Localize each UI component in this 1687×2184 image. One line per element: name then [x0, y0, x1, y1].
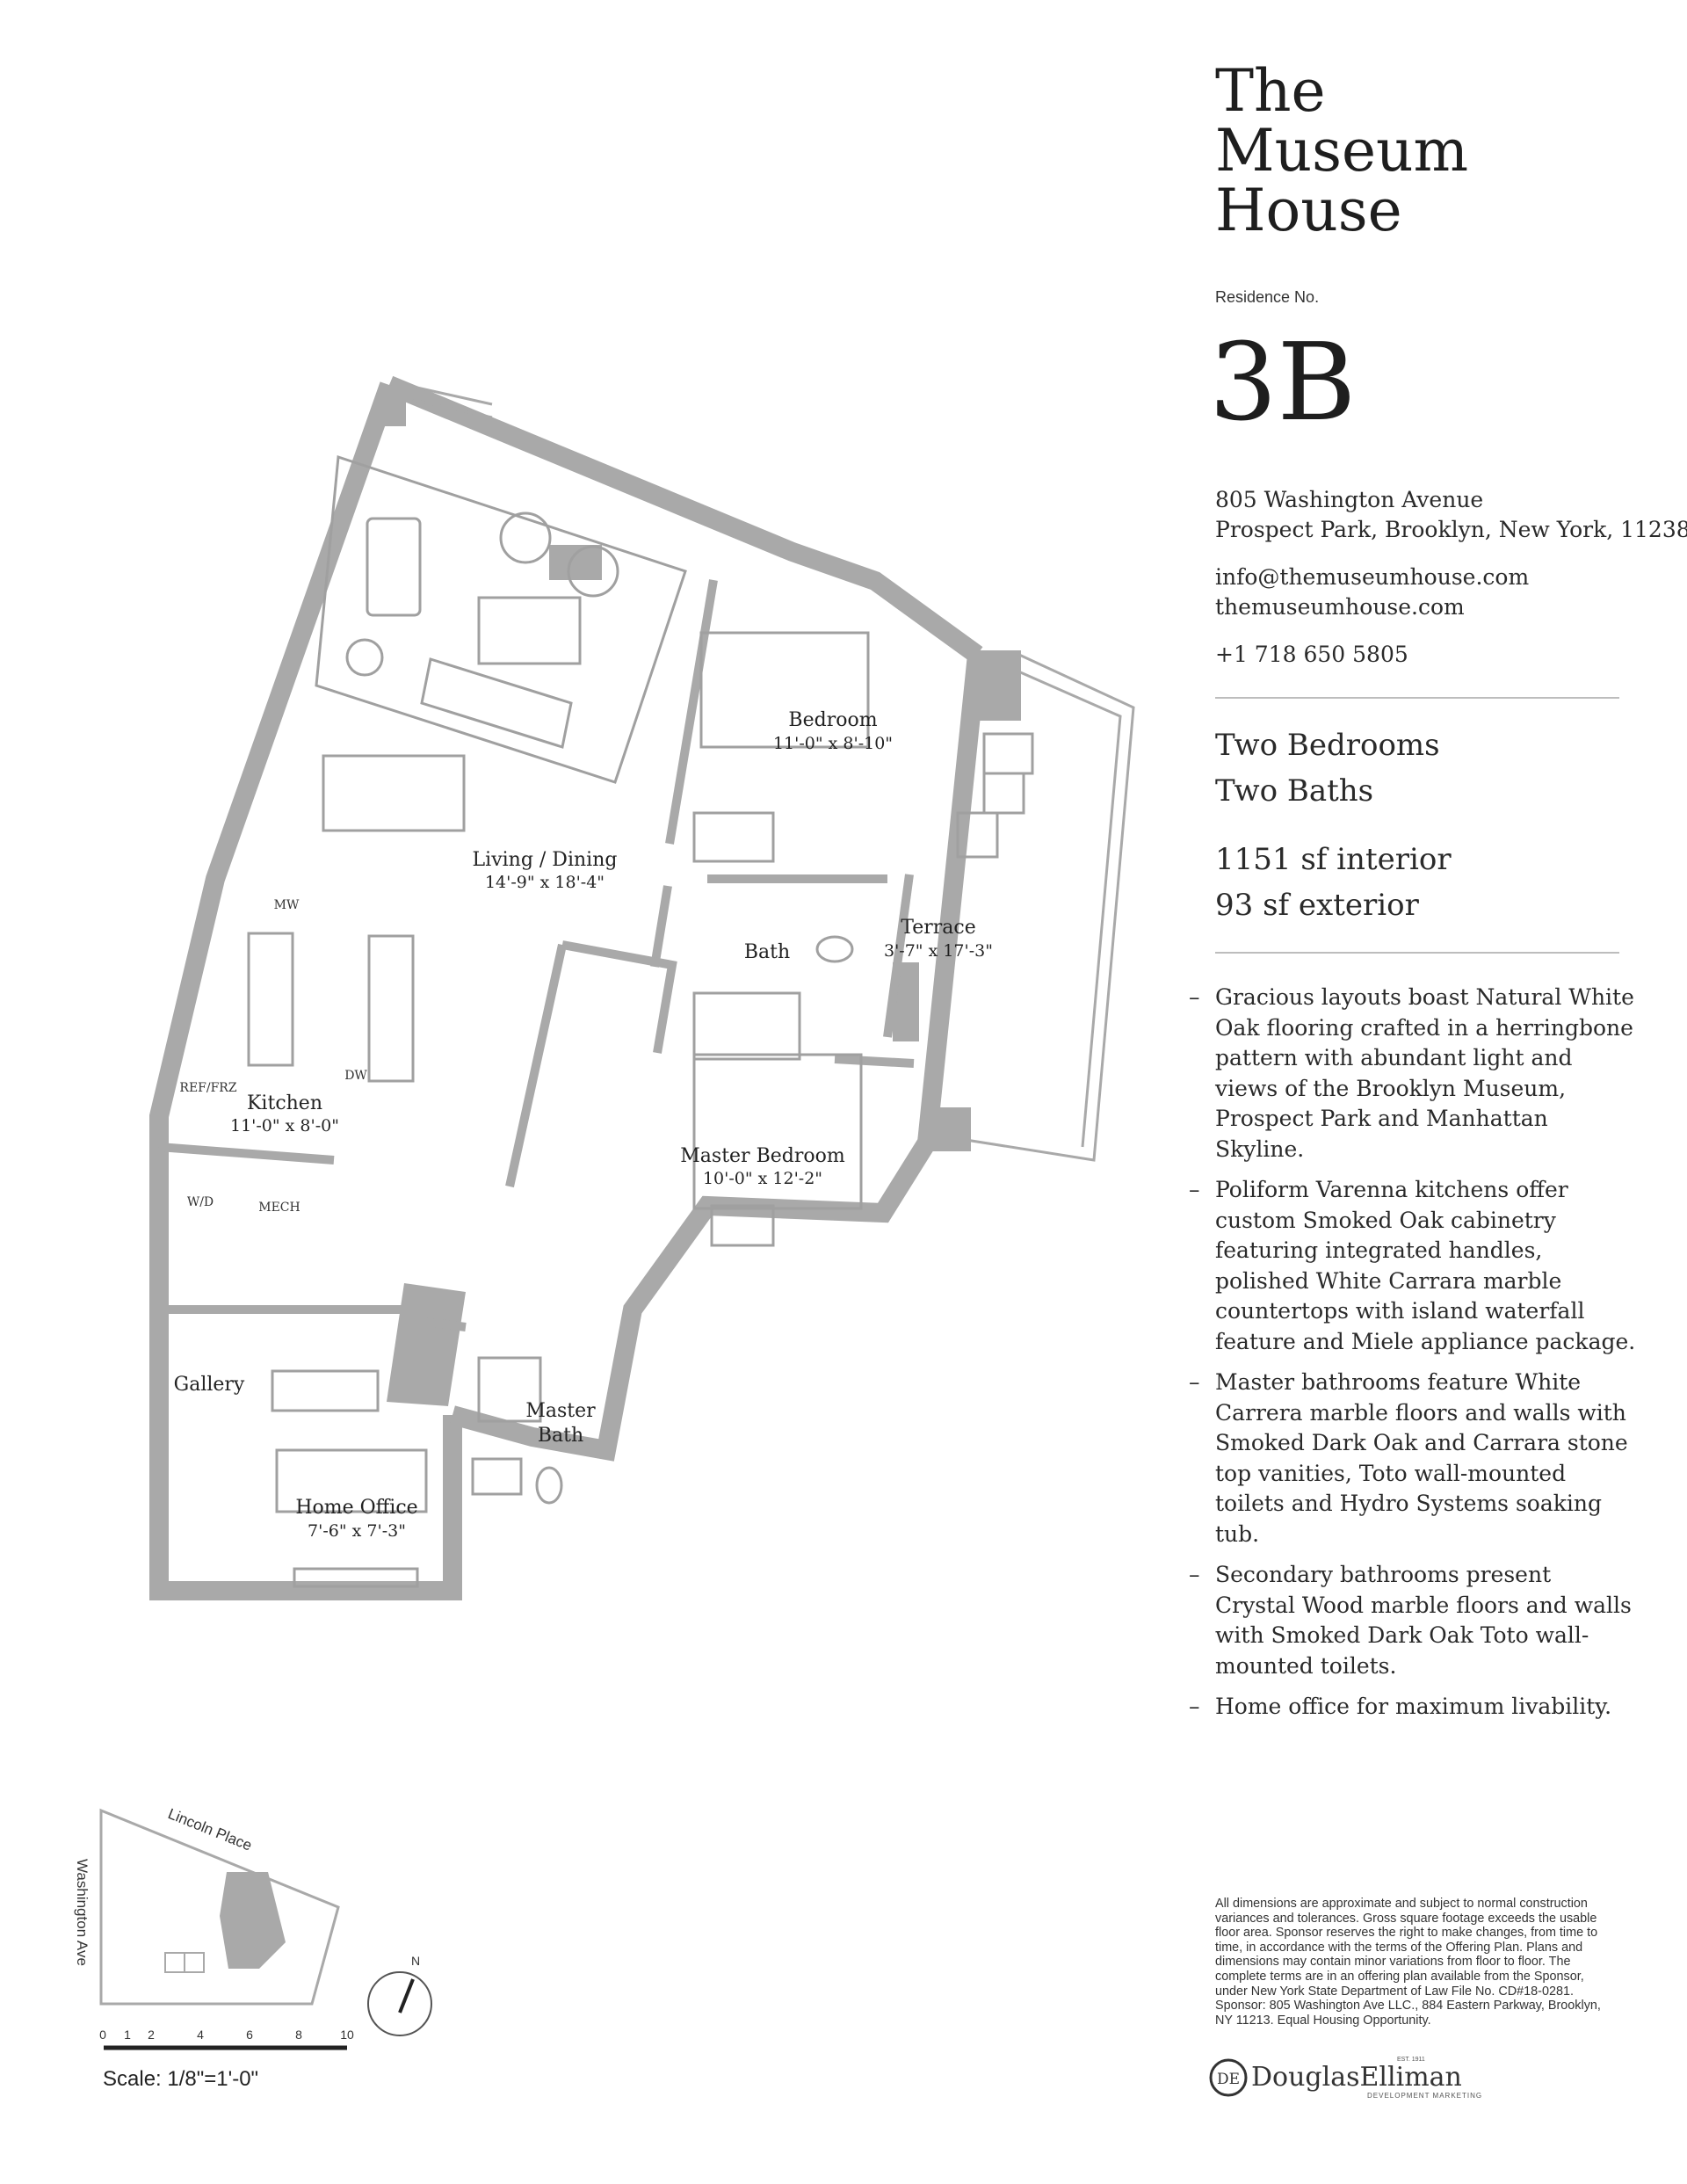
street-washington-ave: Washington Ave: [74, 1859, 91, 1966]
key-plan: Lincoln Place Washington Ave N: [74, 1805, 432, 2036]
room-name-kitchen: Kitchen: [247, 1092, 322, 1114]
contact-phone[interactable]: +1 718 650 5805: [1215, 642, 1408, 667]
room-name-gallery: Gallery: [174, 1374, 245, 1396]
divider-top: [1215, 697, 1619, 699]
feature-item: –Poliform Varenna kitchens offer custom …: [1189, 1177, 1636, 1354]
label-dw: DW: [344, 1069, 367, 1083]
room-name-master-bath-2: Bath: [538, 1425, 583, 1447]
compass-north: N: [411, 1954, 420, 1968]
svg-text:DE: DE: [1217, 2071, 1240, 2088]
label-ref: REF/FRZ: [179, 1081, 236, 1095]
svg-text:4: 4: [197, 2028, 204, 2042]
svg-text:8: 8: [295, 2028, 302, 2042]
scale-bar: 0 1 2 4 6 8 10 Scale: 1/8"=1'-0": [99, 2028, 354, 2091]
summary-bedrooms: Two Bedrooms: [1215, 728, 1440, 763]
terrace-rail: [412, 385, 1135, 1162]
label-mw: MW: [274, 898, 300, 912]
address-line-2: Prospect Park, Brooklyn, New York, 11238: [1215, 517, 1687, 542]
svg-text:0: 0: [99, 2028, 106, 2042]
contact-website[interactable]: themuseumhouse.com: [1215, 594, 1465, 620]
svg-text:10: 10: [340, 2028, 354, 2042]
floor-plan: Bedroom 11'-0" x 8'-10" Living / Dining …: [74, 375, 1135, 2091]
feature-item: –Master bathrooms feature White Carrera …: [1189, 1369, 1628, 1547]
exterior-walls: [149, 375, 987, 1600]
room-dims-kitchen: 11'-0" x 8'-0": [230, 1116, 339, 1136]
residence-label: Residence No.: [1215, 288, 1320, 306]
summary-interior: 1151 sf interior: [1215, 842, 1452, 877]
columns: [380, 387, 1021, 1406]
brand-title: The Museum House: [1215, 62, 1468, 241]
feature-item: –Gracious layouts boast Natural White Oa…: [1189, 984, 1634, 1162]
label-mech: MECH: [258, 1201, 300, 1215]
room-dims-office: 7'-6" x 7'-3": [308, 1521, 406, 1541]
room-name-office: Home Office: [295, 1497, 417, 1519]
residence-number: 3B: [1209, 320, 1357, 445]
contact-email[interactable]: info@themuseumhouse.com: [1215, 564, 1530, 590]
logo-tagline: DEVELOPMENT MARKETING: [1367, 2092, 1483, 2100]
brand-line-1: The: [1215, 57, 1326, 125]
features-list: –Gracious layouts boast Natural White Oa…: [1189, 983, 1637, 1733]
svg-text:2: 2: [148, 2028, 155, 2042]
appliance-labels: MW DW REF/FRZ W/D MECH: [179, 898, 367, 1215]
room-dims-terrace: 3'-7" x 17'-3": [884, 941, 993, 961]
label-wd: W/D: [187, 1195, 214, 1209]
compass-circle: [367, 1971, 432, 2036]
feature-item: –Home office for maximum livability.: [1189, 1694, 1612, 1719]
divider-bottom: [1215, 952, 1619, 954]
summary-baths: Two Baths: [1215, 773, 1374, 809]
room-name-bedroom: Bedroom: [788, 709, 877, 731]
douglas-elliman-logo-icon: DE: [1209, 2058, 1248, 2097]
brand-line-3: House: [1215, 177, 1402, 244]
room-labels: Bedroom 11'-0" x 8'-10" Living / Dining …: [174, 709, 993, 1541]
svg-text:6: 6: [246, 2028, 253, 2042]
street-lincoln-place: Lincoln Place: [166, 1805, 255, 1854]
room-dims-bedroom: 11'-0" x 8'-10": [773, 734, 893, 753]
room-dims-master-bedroom: 10'-0" x 12'-2": [703, 1169, 822, 1188]
logo-est: EST. 1911: [1397, 2057, 1425, 2063]
room-name-master-bath-1: Master: [525, 1400, 596, 1422]
room-name-terrace: Terrace: [901, 917, 975, 939]
brand-line-2: Museum: [1215, 117, 1469, 185]
legal-disclaimer: All dimensions are approximate and subje…: [1215, 1897, 1601, 2028]
address-line-1: 805 Washington Avenue: [1215, 487, 1484, 512]
summary-exterior: 93 sf exterior: [1215, 888, 1419, 923]
svg-text:1: 1: [124, 2028, 131, 2042]
room-dims-living: 14'-9" x 18'-4": [485, 873, 605, 892]
scale-label: Scale: 1/8"=1'-0": [103, 2067, 258, 2091]
interior-walls: [158, 579, 915, 1331]
room-name-bath: Bath: [744, 941, 790, 963]
furniture: [247, 454, 1034, 1588]
feature-item: –Secondary bathrooms present Crystal Woo…: [1189, 1562, 1632, 1679]
room-name-living: Living / Dining: [473, 849, 618, 871]
logo-wordmark: DouglasElliman: [1251, 2062, 1462, 2093]
room-name-master-bedroom: Master Bedroom: [680, 1145, 845, 1167]
